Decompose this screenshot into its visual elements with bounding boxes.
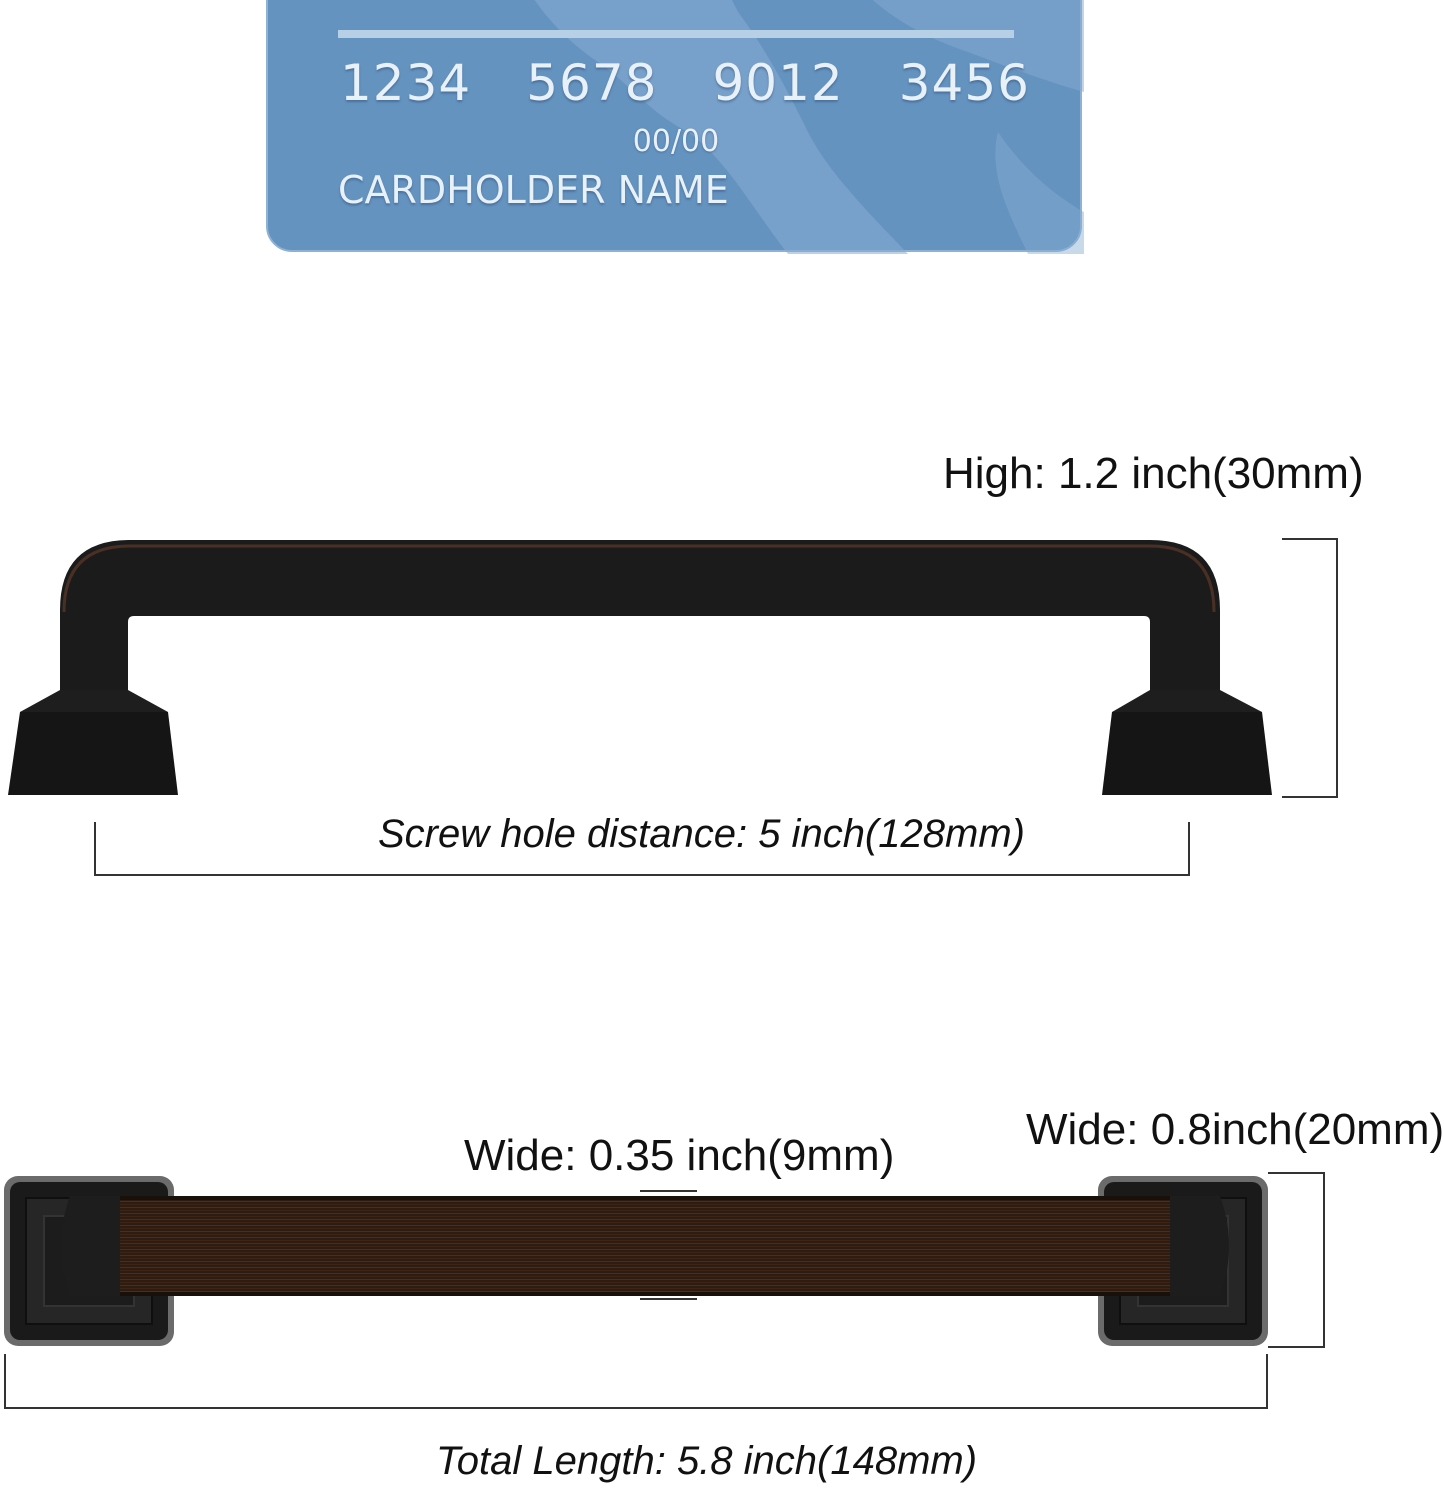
handle-arch-highlight <box>62 544 1216 613</box>
credit-card-reference: 1234 5678 9012 3456 00/00 CARDHOLDER NAM… <box>266 0 1084 254</box>
screw-hole-bracket <box>94 822 1190 876</box>
left-foot <box>8 712 178 795</box>
total-length-bracket <box>4 1354 1268 1409</box>
base-wide-label: Wide: 0.8inch(20mm) <box>1026 1105 1444 1154</box>
card-number-group-4: 3456 <box>898 54 1030 112</box>
card-stripe <box>338 30 1014 38</box>
card-expiry: 00/00 <box>632 124 720 159</box>
bar-wide-label: Wide: 0.35 inch(9mm) <box>464 1131 895 1180</box>
right-foot <box>1102 712 1272 795</box>
card-map-pattern <box>534 0 1084 254</box>
base-wide-bracket <box>1268 1172 1325 1348</box>
bar-wide-marker <box>640 1190 697 1300</box>
screw-hole-label: Screw hole distance: 5 inch(128mm) <box>378 812 1025 856</box>
card-number-group-2: 5678 <box>526 54 658 112</box>
card-number-group-1: 1234 <box>340 54 472 112</box>
high-dimension-bracket <box>1282 538 1338 798</box>
left-foot-taper <box>20 690 168 712</box>
card-holder-name: CARDHOLDER NAME <box>338 168 729 212</box>
handle-bar <box>70 1196 1220 1296</box>
card-number: 1234 5678 9012 3456 <box>340 54 1030 112</box>
right-foot-taper <box>1112 690 1262 712</box>
total-length-label: Total Length: 5.8 inch(148mm) <box>436 1439 978 1483</box>
right-bar-end <box>1170 1196 1229 1296</box>
high-label: High: 1.2 inch(30mm) <box>943 449 1364 498</box>
handle-top-view <box>4 1176 1268 1346</box>
handle-side-view <box>8 540 1272 795</box>
card-number-group-3: 9012 <box>712 54 844 112</box>
left-bar-end <box>61 1196 120 1296</box>
handle-arch <box>60 540 1220 718</box>
